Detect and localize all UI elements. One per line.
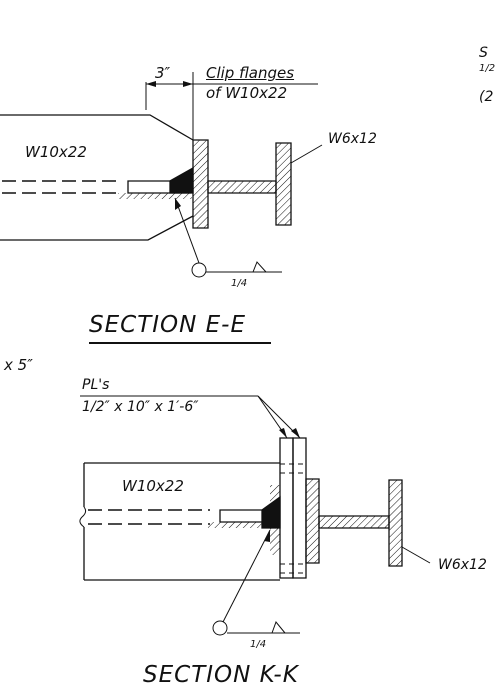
plate-2 — [293, 438, 306, 578]
section-ee-drawing — [0, 72, 322, 277]
weld-size-ee: 1/4 — [231, 278, 248, 289]
column-label-kk: W6x12 — [438, 557, 487, 573]
beam-label-ee: W10x22 — [25, 143, 87, 161]
plate-note-line2: 1/2″ x 10″ x 1′-6″ — [82, 399, 199, 415]
plate-1 — [280, 438, 293, 578]
dimension-3in: 3″ — [155, 64, 171, 82]
fillet-weld — [170, 168, 193, 193]
clip-flanges-note-line1: Clip flanges — [206, 64, 295, 82]
section-kk-drawing — [80, 396, 430, 635]
fillet-weld-symbol — [272, 622, 285, 633]
section-ee-title: SECTION E-E — [89, 312, 247, 338]
column-web — [319, 516, 389, 528]
column-flange-near — [306, 479, 319, 563]
plate-note-line1: PL's — [82, 377, 110, 393]
clip-flanges-note-line2: of W10x22 — [206, 84, 288, 102]
edge-fragment-top-right-2: 1/2 — [479, 63, 495, 74]
edge-fragment-left: x 5″ — [4, 356, 33, 374]
edge-fragment-top-right-3: (2 — [479, 89, 494, 105]
weld-all-around-circle — [213, 621, 227, 635]
beam-label-kk: W10x22 — [122, 477, 184, 495]
column-leader — [291, 145, 322, 163]
connection-plate — [193, 140, 208, 228]
section-ee-title-underline — [89, 342, 271, 344]
fillet-weld-symbol — [253, 262, 266, 272]
weld-all-around-circle — [192, 263, 206, 277]
beam-hidden-lines — [2, 181, 120, 193]
section-kk-title: SECTION K-K — [143, 662, 299, 688]
column-leader — [402, 547, 430, 563]
weld-size-kk: 1/4 — [250, 639, 267, 650]
column-web — [208, 181, 276, 193]
weld-leader — [175, 198, 199, 263]
edge-fragment-top-right-1: S — [479, 45, 488, 61]
beam-w10x22-outline — [0, 115, 193, 240]
column-label-ee: W6x12 — [328, 131, 377, 147]
column-flange-far — [389, 480, 402, 566]
beam-hidden-lines — [88, 510, 210, 524]
column-flange — [276, 143, 291, 225]
weld-leader — [223, 530, 270, 622]
